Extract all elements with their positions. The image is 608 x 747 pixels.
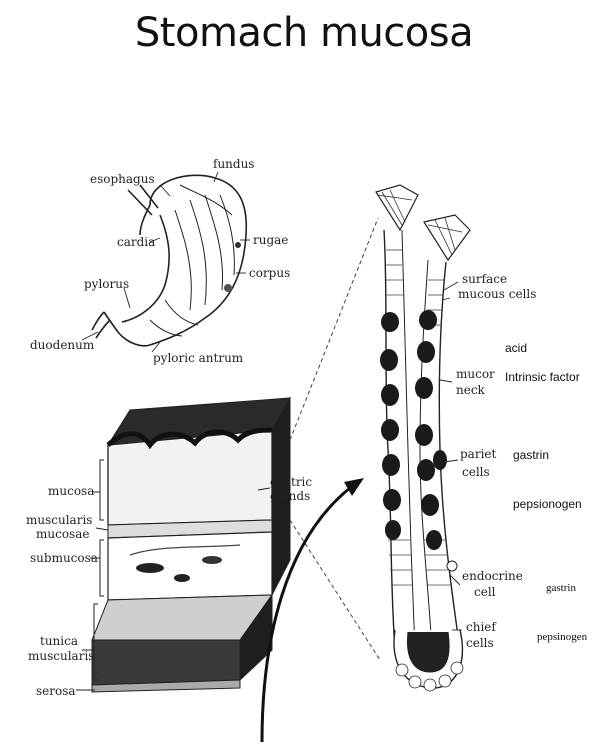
label-gastric-2: glands	[270, 489, 310, 503]
annotation-pepsinogen-small: pepsinogen	[537, 631, 588, 643]
label-parietal-2: cells	[462, 465, 490, 479]
stomach-leaders	[82, 172, 250, 352]
label-muscularis-mucosae-2: mucosae	[36, 527, 89, 541]
label-chief-1: chief	[466, 620, 497, 634]
label-corpus: corpus	[249, 266, 290, 280]
annotation-gastrin-small: gastrin	[546, 582, 576, 594]
zoom-lines	[290, 218, 380, 660]
stomach-wall-block	[92, 398, 290, 692]
label-surface-1: surface	[462, 272, 507, 286]
label-endocrine-1: endocrine	[462, 569, 523, 583]
label-neck-1: mucor	[456, 367, 495, 381]
label-tunica-2: muscularis	[28, 649, 94, 663]
label-chief-2: cells	[466, 636, 494, 650]
label-duodenum: duodenum	[30, 338, 95, 352]
label-cardia: cardia	[117, 235, 155, 249]
label-parietal-1: pariet	[460, 447, 497, 461]
label-neck-2: neck	[456, 383, 486, 397]
label-tunica-1: tunica	[40, 634, 78, 648]
label-mucosa: mucosa	[48, 484, 94, 498]
label-gastric-1: gastric	[270, 475, 312, 489]
label-fundus: fundus	[213, 157, 254, 171]
annotation-intrinsic-factor: Intrinsic factor	[505, 370, 580, 384]
label-esophagus: esophagus	[90, 172, 155, 186]
label-muscularis-mucosae-1: muscularis	[26, 513, 92, 527]
stomach-illustration	[92, 175, 246, 345]
label-pylorus: pylorus	[84, 277, 129, 291]
label-submucosa: submucosa	[30, 551, 98, 565]
annotation-acid: acid	[505, 341, 527, 355]
label-endocrine-2: cell	[474, 585, 496, 599]
label-surface-2: mucous cells	[458, 287, 536, 301]
label-rugae: rugae	[253, 233, 288, 247]
annotation-pepsionogen: pepsionogen	[513, 497, 582, 511]
label-pyloric-antrum: pyloric antrum	[153, 351, 244, 365]
annotation-gastrin: gastrin	[513, 448, 549, 462]
label-serosa: serosa	[36, 684, 76, 698]
gastric-gland	[376, 185, 470, 691]
